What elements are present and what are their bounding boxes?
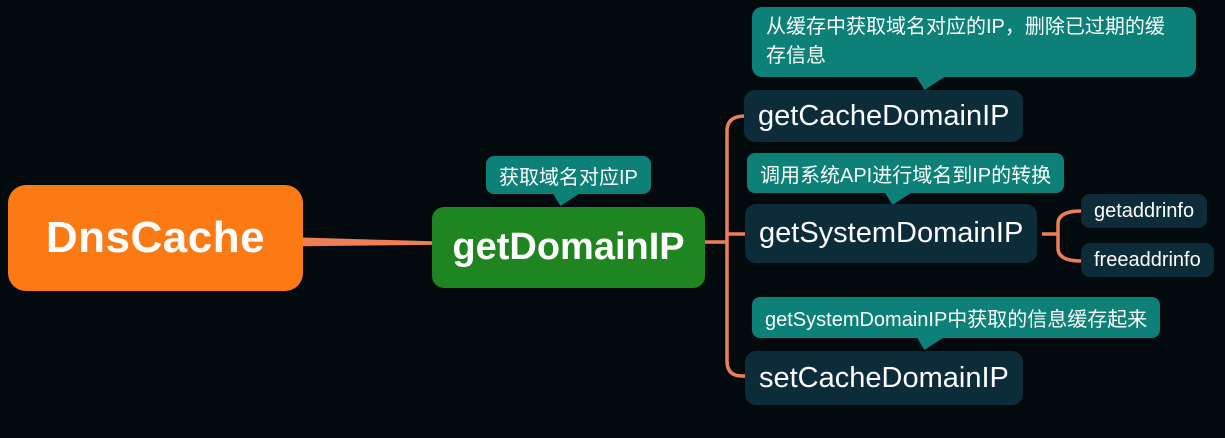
topic-getdomainip[interactable]: getDomainIP bbox=[432, 207, 705, 288]
topic-getaddrinfo[interactable]: getaddrinfo bbox=[1081, 194, 1208, 228]
topic-dnscache[interactable]: DnsCache bbox=[8, 185, 303, 291]
callout-getcachedomainip-text: 从缓存中获取域名对应的IP，删除已过期的缓存信息 bbox=[766, 16, 1165, 67]
topic-getcachedomainip[interactable]: getCacheDomainIP bbox=[744, 90, 1024, 142]
topic-getaddrinfo-label: getaddrinfo bbox=[1094, 199, 1195, 222]
topic-freeaddrinfo-label: freeaddrinfo bbox=[1094, 248, 1201, 271]
topic-setcachedomainip[interactable]: setCacheDomainIP bbox=[745, 351, 1023, 405]
topic-getsystemdomainip-label: getSystemDomainIP bbox=[759, 217, 1024, 249]
callout-getdomainip[interactable]: 获取域名对应IP bbox=[486, 156, 651, 194]
connector-branch-spine bbox=[725, 114, 746, 378]
connector-root-to-center bbox=[303, 237, 432, 247]
topic-getcachedomainip-label: getCacheDomainIP bbox=[758, 99, 1010, 132]
callout-getcachedomainip[interactable]: 从缓存中获取域名对应的IP，删除已过期的缓存信息 bbox=[752, 7, 1196, 77]
connector-system-children-spine bbox=[1056, 209, 1082, 263]
topic-dnscache-label: DnsCache bbox=[45, 213, 266, 262]
callout-setcachedomainip[interactable]: getSystemDomainIP中获取的信息缓存起来 bbox=[752, 297, 1161, 338]
topic-setcachedomainip-label: setCacheDomainIP bbox=[759, 361, 1009, 394]
topic-getsystemdomainip[interactable]: getSystemDomainIP bbox=[745, 204, 1038, 263]
callout-getdomainip-text: 获取域名对应IP bbox=[499, 166, 638, 189]
callout-setcachedomainip-text: getSystemDomainIP中获取的信息缓存起来 bbox=[765, 309, 1148, 331]
topic-getdomainip-label: getDomainIP bbox=[452, 226, 685, 268]
topic-freeaddrinfo[interactable]: freeaddrinfo bbox=[1081, 243, 1214, 277]
callout-getsystemdomainip-text: 调用系统API进行域名到IP的转换 bbox=[760, 164, 1052, 187]
callout-getsystemdomainip[interactable]: 调用系统API进行域名到IP的转换 bbox=[747, 153, 1065, 193]
